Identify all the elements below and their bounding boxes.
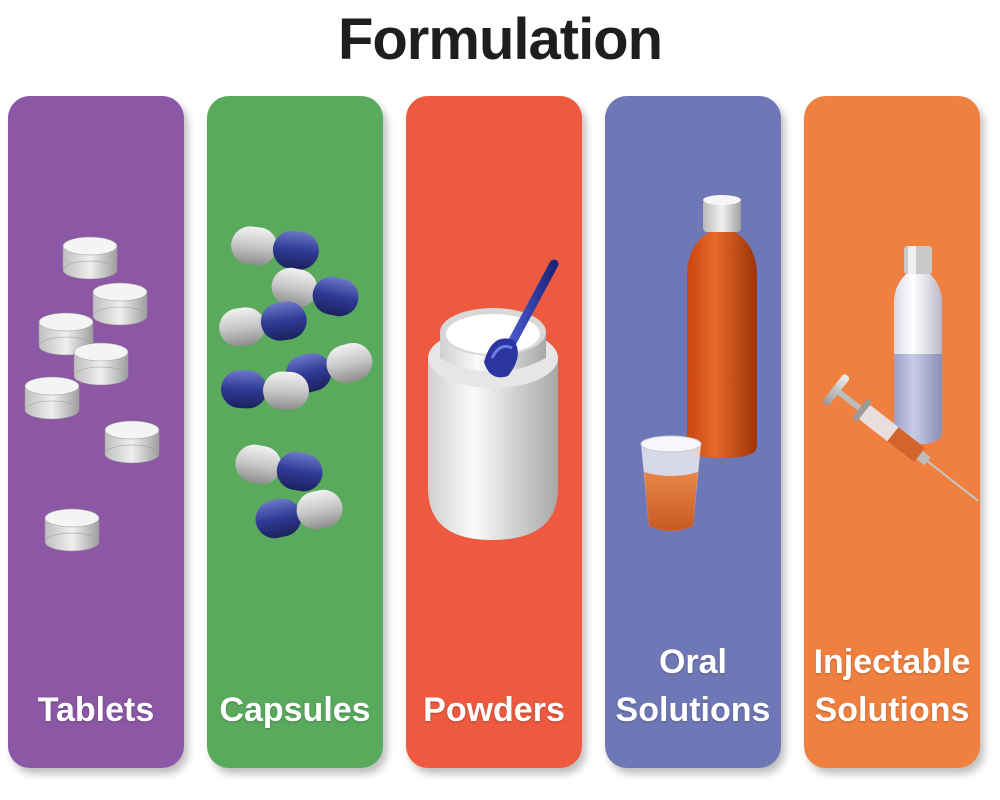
- injectable-solutions-card: Injectable Solutions: [804, 96, 980, 768]
- capsule: [221, 370, 309, 410]
- capsule: [219, 301, 307, 347]
- page-title: Formulation: [337, 7, 663, 72]
- powders-card: Powders: [406, 96, 582, 768]
- tablets-icon: [24, 236, 160, 552]
- medicine-bottle-icon: [640, 195, 757, 531]
- syringe-vial-icon: [823, 246, 979, 502]
- card-label: Capsules: [219, 691, 371, 729]
- powder-jar-icon: [428, 259, 559, 540]
- card-label: Injectable Solutions: [813, 643, 971, 729]
- capsule: [231, 226, 319, 270]
- capsule: [235, 444, 323, 492]
- card-label: Tablets: [37, 691, 155, 729]
- card-label: Oral Solutions: [615, 643, 771, 729]
- capsules-icon: [219, 226, 373, 539]
- card-label: Powders: [423, 691, 565, 729]
- oral-solutions-card: Oral Solutions: [605, 96, 781, 768]
- tablet: [24, 236, 160, 552]
- capsules-card: Capsules: [207, 96, 383, 768]
- tablets-card: Tablets: [8, 96, 184, 768]
- capsule: [255, 489, 343, 539]
- capsule: [271, 267, 359, 317]
